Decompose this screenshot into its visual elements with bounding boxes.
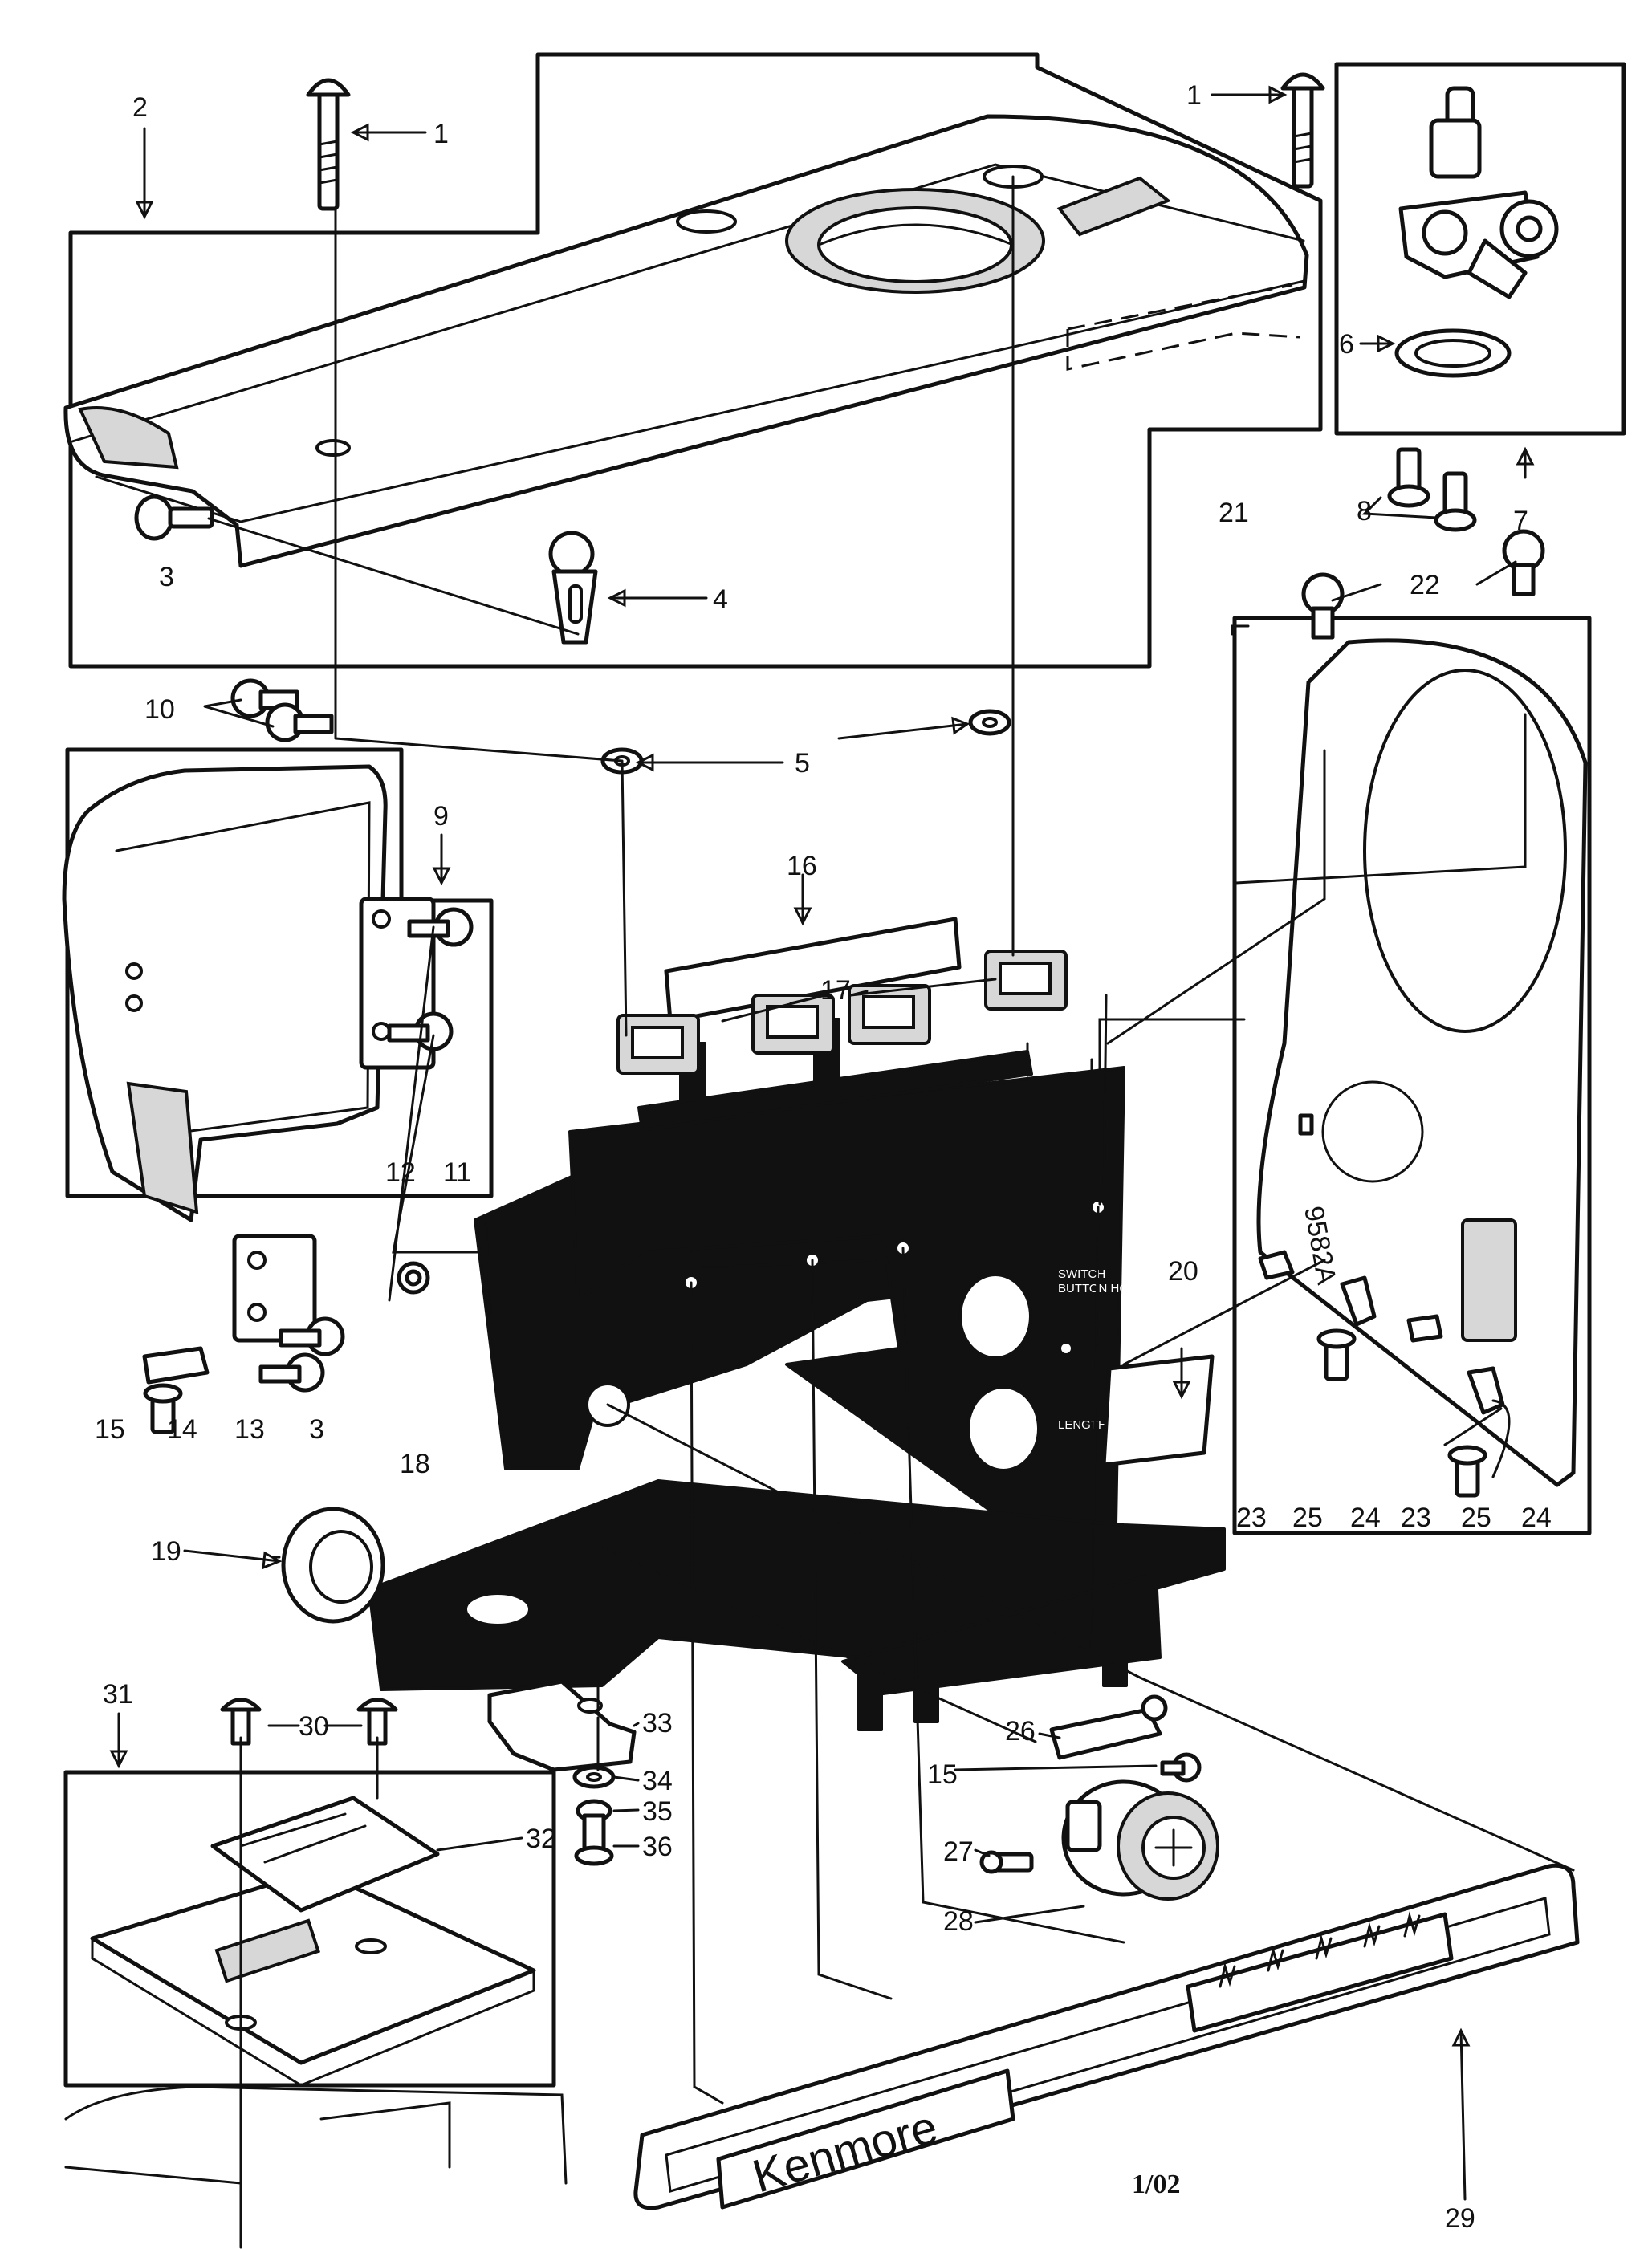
- plate-part-20: [1101, 1354, 1215, 1467]
- callout-20: 20: [1168, 1256, 1198, 1287]
- callout-12: 12: [385, 1157, 416, 1188]
- leader-lines: [207, 175, 1575, 2249]
- svg-text:SWITCH: SWITCH: [1058, 1267, 1105, 1281]
- screw-part-1-left: [306, 78, 351, 211]
- side-plate: [1256, 638, 1588, 1487]
- callout-11: 11: [443, 1157, 471, 1188]
- callout-23: 23: [1236, 1503, 1267, 1533]
- callout-2: 2: [132, 92, 148, 123]
- screw-part-15-left: [143, 1383, 183, 1434]
- screws-part-11: [387, 907, 474, 1051]
- callout-24: 24: [1350, 1503, 1381, 1533]
- top-cover-group-box: [68, 52, 1323, 669]
- svg-text:LENGTH: LENGTH: [1058, 1418, 1107, 1432]
- callout-15: 15: [95, 1414, 125, 1445]
- callout-5: 5: [795, 748, 810, 779]
- callout-34: 34: [642, 1766, 673, 1796]
- callout-19: 19: [151, 1536, 181, 1567]
- callout-26: 26: [1005, 1716, 1036, 1747]
- thread-guide-part-4: [548, 531, 598, 645]
- lever-part-26: [1049, 1694, 1168, 1760]
- callout-35: 35: [642, 1796, 673, 1827]
- bushing-part-23: [1258, 1250, 1443, 1343]
- callout-1: 1: [433, 119, 449, 149]
- callout-9: 9: [433, 801, 449, 832]
- callout-8: 8: [1357, 496, 1372, 527]
- dial-knob-part-28: [1061, 1779, 1219, 1901]
- screw-part-15-right: [1160, 1752, 1202, 1783]
- callout-17: 17: [820, 975, 851, 1006]
- callout-32: 32: [526, 1824, 556, 1854]
- callout-16: 16: [787, 851, 817, 881]
- front-panel-part-29: Kenmore: [633, 1863, 1580, 2210]
- name-plate-part-16: [664, 917, 962, 1023]
- callout-30: 30: [299, 1711, 329, 1742]
- bed-plate-group-box: [63, 1770, 556, 2088]
- callout-23: 23: [1401, 1503, 1431, 1533]
- callout-21: 21: [1219, 498, 1249, 528]
- screw-part-36: [574, 1813, 614, 1866]
- callout-14: 14: [167, 1414, 197, 1445]
- lower-bed-outline: [64, 2085, 568, 2185]
- callout-4: 4: [713, 584, 728, 615]
- knob-part-18: [397, 1261, 430, 1295]
- screw-part-27: [979, 1850, 1034, 1874]
- callout-3: 3: [309, 1414, 324, 1445]
- callout-10: 10: [144, 694, 175, 725]
- callout-33: 33: [642, 1708, 673, 1739]
- screws-part-8: [1387, 447, 1477, 532]
- bracket-part-33: [487, 1679, 637, 1772]
- side-plate-group-box: [1232, 616, 1592, 1535]
- callout-36: 36: [642, 1832, 673, 1862]
- callout-arrows: [109, 85, 1535, 2201]
- screws-part-10: [230, 678, 334, 742]
- callout-1: 1: [1186, 80, 1202, 111]
- page-code: 1/02: [1132, 2170, 1180, 2199]
- callout-25: 25: [1292, 1503, 1323, 1533]
- callout-6: 6: [1339, 329, 1354, 360]
- washer-part-34: [572, 1765, 616, 1789]
- handwheel-ring-part-19: [281, 1507, 385, 1624]
- pattern-labels-part-17: [616, 950, 1068, 1075]
- latch-part-14: [142, 1346, 210, 1385]
- callout-25: 25: [1461, 1503, 1491, 1533]
- top-cover: [63, 114, 1309, 568]
- callout-31: 31: [103, 1679, 133, 1710]
- callout-7: 7: [1513, 506, 1528, 536]
- svg-text:BUTTON HOLE: BUTTON HOLE: [1058, 1282, 1143, 1295]
- callout-18: 18: [400, 1449, 430, 1479]
- bracket-assembly-part-7: [1398, 86, 1559, 299]
- machine-arm-body: SWITCH BUTTON HOLE LENGTH: [474, 1018, 1143, 1539]
- slide-plate-part-32: [210, 1796, 440, 1913]
- machine-bed: [368, 1479, 1226, 1731]
- callout-29: 29: [1445, 2203, 1475, 2234]
- face-cover-part-9: [62, 764, 388, 1222]
- callout-28: 28: [943, 1906, 974, 1937]
- callout-3: 3: [159, 562, 174, 592]
- callout-13: 13: [234, 1414, 265, 1445]
- screw-part-1-right: [1280, 72, 1325, 189]
- washer-part-6: [1394, 328, 1512, 378]
- screws-part-25: [1316, 1328, 1487, 1498]
- callout-24: 24: [1521, 1503, 1552, 1533]
- hinge-part-13: [232, 1234, 317, 1343]
- screws-part-3-lower: [258, 1316, 345, 1393]
- upper-bracket-group-box: [1334, 62, 1626, 436]
- callout-15: 15: [927, 1759, 958, 1790]
- callout-22: 22: [1410, 570, 1440, 600]
- screws-part-22: [1301, 529, 1545, 640]
- callout-27: 27: [943, 1836, 974, 1867]
- screw-part-3-top: [134, 494, 214, 541]
- front-cover-group-box: [65, 747, 494, 1198]
- callout-labels: 1 1 2 3 3 4 5 6 7 8 9 10 11 12 13 14 15 …: [95, 80, 1552, 2234]
